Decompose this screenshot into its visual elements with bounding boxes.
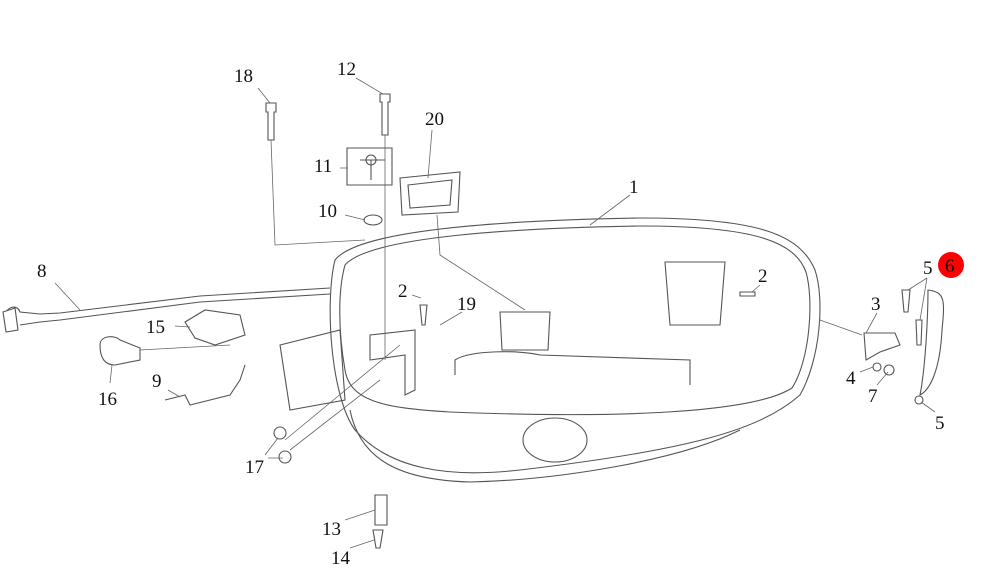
part-17a xyxy=(273,426,287,440)
screw-part-2b xyxy=(739,291,756,297)
callout-11[interactable]: 11 xyxy=(314,156,332,177)
callout-16[interactable]: 16 xyxy=(98,389,117,410)
callout-2-right[interactable]: 2 xyxy=(758,266,768,287)
callout-2-left[interactable]: 2 xyxy=(398,281,408,302)
callout-17[interactable]: 17 xyxy=(245,457,264,478)
callout-12[interactable]: 12 xyxy=(337,59,356,80)
callout-9[interactable]: 9 xyxy=(152,371,162,392)
bolt-part-18 xyxy=(265,102,277,141)
bolt-part-12 xyxy=(379,93,391,136)
callout-labels: 18 12 20 11 1 10 8 2 19 2 5 6 3 15 4 7 9… xyxy=(37,59,964,569)
callout-1[interactable]: 1 xyxy=(629,177,639,198)
screw-part-2a xyxy=(419,304,428,326)
part-16 xyxy=(99,336,141,366)
part-15 xyxy=(184,309,246,346)
leader-lines xyxy=(54,77,936,549)
callout-14[interactable]: 14 xyxy=(331,548,351,569)
part-9 xyxy=(164,364,246,406)
callout-10[interactable]: 10 xyxy=(318,201,337,222)
screw-part-14 xyxy=(372,529,384,549)
callout-3[interactable]: 3 xyxy=(871,294,881,315)
part-17b xyxy=(278,450,292,464)
bracket xyxy=(369,329,416,396)
callout-4[interactable]: 4 xyxy=(846,368,856,389)
callout-6[interactable]: 6 xyxy=(945,256,955,277)
callout-7[interactable]: 7 xyxy=(868,386,878,407)
callout-5-top[interactable]: 5 xyxy=(923,258,933,279)
part-13 xyxy=(374,494,388,526)
callout-18[interactable]: 18 xyxy=(234,66,253,87)
washer-part-10 xyxy=(363,214,383,226)
cable-part-8 xyxy=(2,287,331,333)
gasket-part-20 xyxy=(399,171,461,216)
callout-13[interactable]: 13 xyxy=(322,519,341,540)
callout-19[interactable]: 19 xyxy=(457,294,476,315)
highlight-marker xyxy=(938,252,964,278)
callout-20[interactable]: 20 xyxy=(425,109,444,130)
cowling-part-1 xyxy=(279,217,821,483)
part-11 xyxy=(346,147,393,186)
latch-assembly xyxy=(863,289,945,405)
callout-8[interactable]: 8 xyxy=(37,261,47,282)
callout-5-bottom[interactable]: 5 xyxy=(935,413,945,434)
callout-15[interactable]: 15 xyxy=(146,317,165,338)
